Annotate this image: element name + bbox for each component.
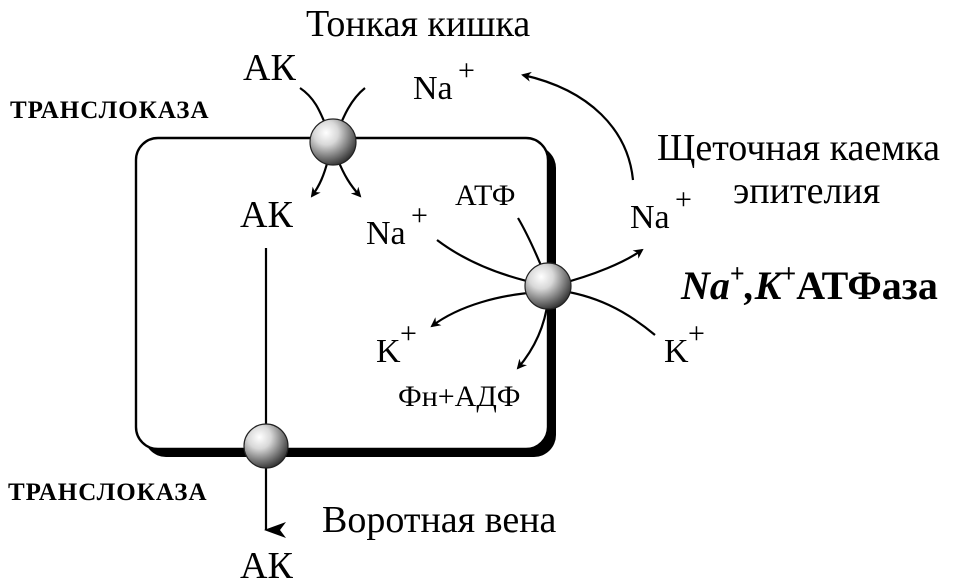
svg-text:+: + [400, 317, 417, 350]
na-inside-label: Na + [366, 199, 428, 252]
svg-text:Na: Na [630, 199, 670, 236]
enzyme-label: Na+,K+АТФаза [680, 259, 938, 308]
svg-text:Na: Na [413, 70, 453, 107]
svg-text:K: K [376, 333, 401, 370]
ak-bottom-label: АК [240, 545, 293, 587]
svg-text:Na: Na [366, 215, 406, 252]
k-outside-label: K + [664, 317, 705, 370]
k-inside-label: K + [376, 317, 417, 370]
na-outside-top-label: Na + [413, 54, 475, 107]
translocase-bottom-label: ТРАНСЛОКАЗА [8, 479, 208, 506]
small-intestine-label: Тонкая кишка [306, 3, 530, 45]
svg-text:+: + [411, 199, 428, 232]
top-translocase-sphere [309, 118, 357, 166]
svg-text:+: + [458, 54, 475, 87]
svg-text:+: + [675, 183, 692, 216]
portal-vein-label: Воротная вена [322, 499, 557, 541]
ak-top-label: АК [243, 47, 296, 89]
atpase-sphere [524, 262, 572, 310]
svg-text:Na+,K+АТФаза: Na+,K+АТФаза [680, 259, 938, 308]
brush-border-line1: Щеточная каемка [657, 127, 940, 169]
bottom-translocase-sphere [243, 423, 289, 469]
ak-inside-label: АК [240, 194, 293, 236]
products-label: Фн+АДФ [398, 380, 521, 413]
brush-border-line2: эпителия [733, 170, 880, 212]
na-outside-right-label: Na + [630, 183, 692, 236]
svg-text:K: K [664, 333, 689, 370]
translocase-top-label: ТРАНСЛОКАЗА [10, 97, 210, 124]
cell-shape [134, 136, 556, 457]
svg-text:+: + [688, 317, 705, 350]
atp-label: АТФ [455, 179, 515, 212]
